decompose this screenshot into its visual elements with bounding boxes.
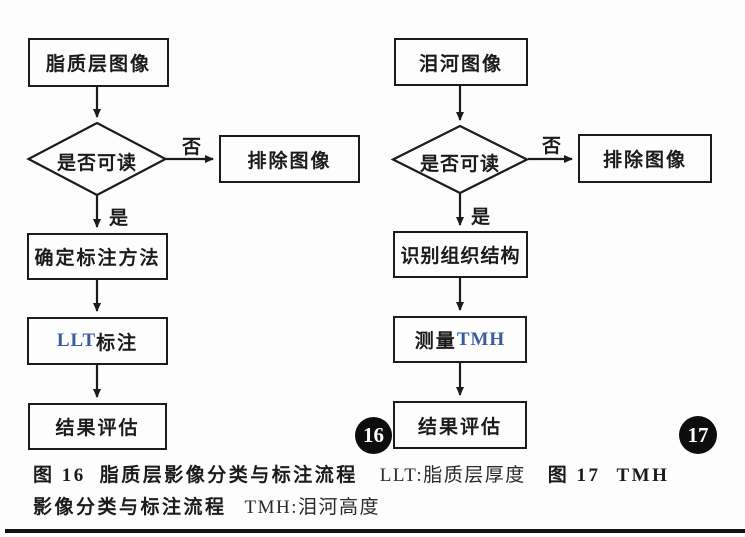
caption-fig17-term: TMH [616,465,670,486]
flow-right-yes-label: 是 [471,207,491,228]
flow-right-evaluate-box: 结果评估 [393,401,527,449]
figure-17-badge: 17 [679,416,717,454]
flow-right-identify-box: 识别组织结构 [393,231,528,278]
caption-fig17-title-rest: 影像分类与标注流程 [33,497,227,518]
flow-left-decision-label: 是否可读 [56,153,137,174]
annotate-label: 标注 [96,332,139,354]
figure-16-badge: 16 [355,417,392,454]
bottom-rule [5,529,745,533]
flow-left-start-box: 脂质层图像 [28,38,169,87]
tmh-term: TMH [456,328,506,350]
flow-right-no-label: 否 [542,136,562,157]
flow-left-yes-label: 是 [109,208,129,229]
caption-fig16-title: 脂质层影像分类与标注流程 [99,465,358,486]
flow-right-exclude-box: 排除图像 [578,134,712,183]
measure-label: 测量 [414,331,457,352]
flow-left-exclude-box: 排除图像 [219,135,360,183]
flow-left-method-box: 确定标注方法 [27,233,168,280]
caption-tmh-definition: TMH:泪河高度 [244,497,381,518]
llt-term: LLT [56,330,97,351]
flow-right-start-box: 泪河图像 [394,38,528,86]
flow-right-decision-label: 是否可读 [419,154,500,175]
caption-llt-definition: LLT:脂质层厚度 [379,465,526,486]
caption-fig16-label: 图 16 [33,465,86,486]
figure-caption-line-2: 影像分类与标注流程 TMH:泪河高度 [33,492,380,519]
flow-left-no-label: 否 [182,137,202,158]
flow-left-evaluate-box: 结果评估 [28,403,167,450]
figure-caption-line-1: 图 16 脂质层影像分类与标注流程 LLT:脂质层厚度图 17 TMH [33,460,669,487]
caption-fig17-label: 图 17 [547,465,601,486]
